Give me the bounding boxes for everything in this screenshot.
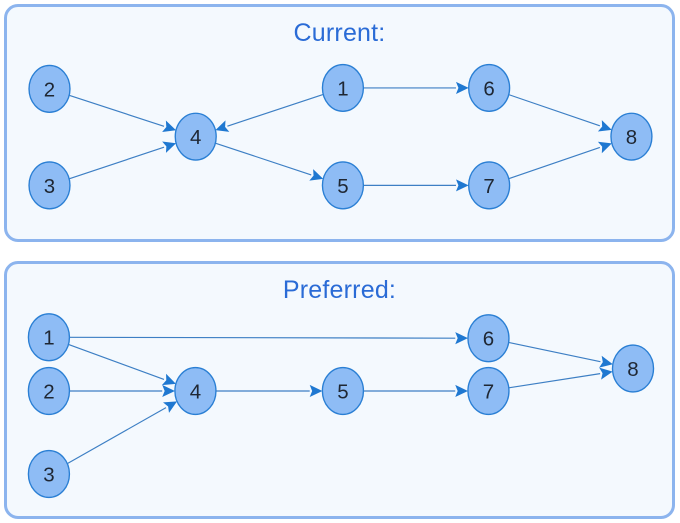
edge-3-to-4 (67, 407, 167, 465)
node-label-4: 4 (190, 380, 201, 403)
node-ellipse-5[interactable] (321, 366, 365, 416)
edge-layer (68, 81, 612, 192)
node-ellipse-2[interactable] (27, 366, 71, 416)
panel-current: Current: 2 3 4 1 5 6 7 8 (4, 4, 675, 242)
graph-node-2[interactable]: 2 (28, 64, 71, 113)
edge-1-to-4 (68, 343, 165, 380)
graph-node-6[interactable]: 6 (467, 314, 510, 363)
node-label-5: 5 (337, 380, 348, 403)
arrowhead-1-to-6 (455, 332, 468, 345)
panel-preferred: Preferred: 1 2 3 4 5 6 7 8 (4, 261, 675, 519)
node-label-8: 8 (626, 126, 637, 149)
node-ellipse-1[interactable] (27, 313, 71, 362)
edge-3-to-4 (68, 146, 165, 180)
arrowhead-1-to-4 (161, 373, 176, 386)
edge-1-to-6 (69, 336, 456, 339)
node-ellipse-8[interactable] (610, 112, 653, 161)
node-label-4: 4 (190, 126, 201, 149)
node-ellipse-6[interactable] (467, 314, 510, 363)
node-label-3: 3 (43, 463, 54, 486)
edge-7-to-8 (508, 146, 601, 180)
node-label-3: 3 (44, 175, 55, 198)
graph-node-5[interactable]: 5 (321, 366, 365, 416)
arrowhead-5-to-7 (455, 179, 469, 192)
graph-node-6[interactable]: 6 (467, 63, 511, 112)
edge-1-to-4 (227, 93, 324, 127)
node-ellipse-7[interactable] (467, 366, 510, 416)
arrowhead-5-to-7 (455, 384, 468, 398)
arrowhead-6-to-8 (599, 355, 613, 368)
arrowhead-2-to-4 (162, 120, 177, 133)
panel-title-current: Current: (293, 19, 386, 47)
edge-layer (67, 332, 613, 465)
arrowhead-3-to-4 (162, 141, 177, 153)
arrowhead-7-to-8 (597, 141, 612, 154)
graph-node-7[interactable]: 7 (467, 366, 510, 416)
node-label-5: 5 (337, 175, 348, 198)
node-ellipse-6[interactable] (467, 63, 511, 112)
graph-node-4[interactable]: 4 (174, 112, 217, 161)
graph-node-3[interactable]: 3 (28, 161, 71, 210)
edge-6-to-8 (508, 94, 601, 127)
arrowhead-1-to-6 (455, 81, 469, 94)
graph-node-5[interactable]: 5 (321, 161, 365, 210)
graph-preferred: 1 2 3 4 5 6 7 8 (27, 313, 655, 499)
panel-title-preferred: Preferred: (282, 276, 397, 304)
graph-node-1[interactable]: 1 (321, 63, 365, 112)
arrowhead-3-to-4 (163, 401, 178, 413)
arrowhead-7-to-8 (599, 367, 613, 380)
arrowhead-4-to-5 (309, 169, 324, 181)
graph-node-3[interactable]: 3 (27, 449, 71, 499)
arrowhead-2-to-4 (162, 384, 175, 398)
edge-4-to-5 (215, 142, 312, 176)
edge-6-to-8 (508, 341, 601, 363)
node-label-2: 2 (43, 380, 54, 403)
node-label-6: 6 (483, 77, 494, 100)
node-ellipse-1[interactable] (321, 63, 365, 112)
graph-node-4[interactable]: 4 (174, 366, 217, 416)
node-label-1: 1 (337, 77, 348, 100)
node-label-7: 7 (483, 175, 494, 198)
node-label-2: 2 (44, 78, 55, 101)
graph-current: 2 3 4 1 5 6 7 8 (28, 63, 653, 210)
node-ellipse-4[interactable] (174, 366, 217, 416)
edge-2-to-4 (68, 94, 165, 127)
arrowhead-6-to-8 (597, 120, 612, 132)
node-label-7: 7 (483, 380, 494, 403)
node-label-6: 6 (483, 328, 494, 351)
node-ellipse-2[interactable] (28, 64, 71, 113)
graph-node-8[interactable]: 8 (610, 112, 653, 161)
graph-node-1[interactable]: 1 (27, 313, 71, 362)
node-ellipse-7[interactable] (467, 161, 511, 210)
node-ellipse-3[interactable] (27, 449, 71, 499)
node-ellipse-4[interactable] (174, 112, 217, 161)
graph-node-8[interactable]: 8 (611, 344, 655, 393)
edge-7-to-8 (508, 373, 601, 389)
graph-node-7[interactable]: 7 (467, 161, 511, 210)
node-ellipse-3[interactable] (28, 161, 71, 210)
arrowhead-1-to-4 (215, 120, 230, 132)
node-label-8: 8 (627, 358, 638, 381)
graph-node-2[interactable]: 2 (27, 366, 71, 416)
arrowhead-4-to-5 (309, 384, 323, 398)
node-ellipse-8[interactable] (611, 344, 655, 393)
node-label-1: 1 (43, 327, 54, 350)
node-ellipse-5[interactable] (321, 161, 365, 210)
